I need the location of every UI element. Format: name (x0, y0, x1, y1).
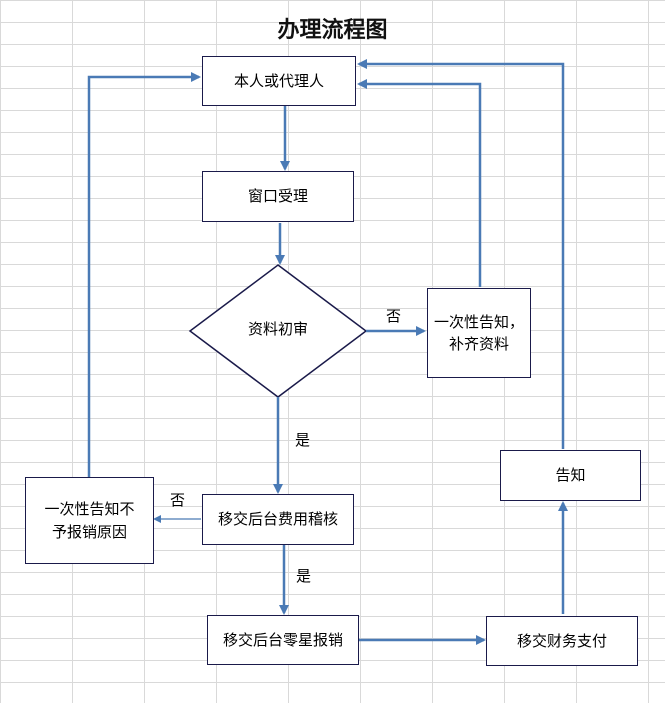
node-window-label: 窗口受理 (247, 187, 308, 206)
node-transfer-review: 移交后台费用稽核 (202, 494, 354, 545)
node-notify-supplement-label: 一次性告知， 补齐资料 (433, 312, 524, 354)
node-window: 窗口受理 (202, 171, 354, 222)
edge-label-audit-yes: 是 (296, 567, 312, 585)
node-notify-reject: 一次性告知不 予报销原因 (25, 477, 154, 564)
node-notify-supplement: 一次性告知， 补齐资料 (427, 288, 531, 378)
node-transfer-reimburse: 移交后台零星报销 (207, 615, 359, 665)
node-transfer-reimburse-label: 移交后台零星报销 (222, 630, 343, 649)
arrow-reject-to-applicant (87, 72, 201, 477)
node-transfer-review-label: 移交后台费用稽核 (217, 510, 338, 529)
node-notify-reject-label: 一次性告知不 予报销原因 (44, 500, 135, 541)
node-applicant: 本人或代理人 (202, 56, 356, 106)
node-finance-pay: 移交财务支付 (486, 616, 638, 666)
page-title: 办理流程图 (277, 17, 388, 43)
arrow-supplement-to-applicant (357, 79, 482, 287)
arrow-notify-to-applicant (357, 59, 565, 449)
edge-label-audit-no: 否 (170, 491, 186, 509)
node-applicant-label: 本人或代理人 (233, 71, 324, 90)
node-finance-pay-label: 移交财务支付 (516, 631, 607, 650)
edge-label-review-yes: 是 (295, 431, 311, 449)
node-notify-label: 告知 (555, 466, 586, 485)
edge-label-review-no: 否 (386, 307, 402, 325)
node-notify: 告知 (500, 450, 641, 501)
node-review-label: 资料初审 (247, 320, 308, 338)
